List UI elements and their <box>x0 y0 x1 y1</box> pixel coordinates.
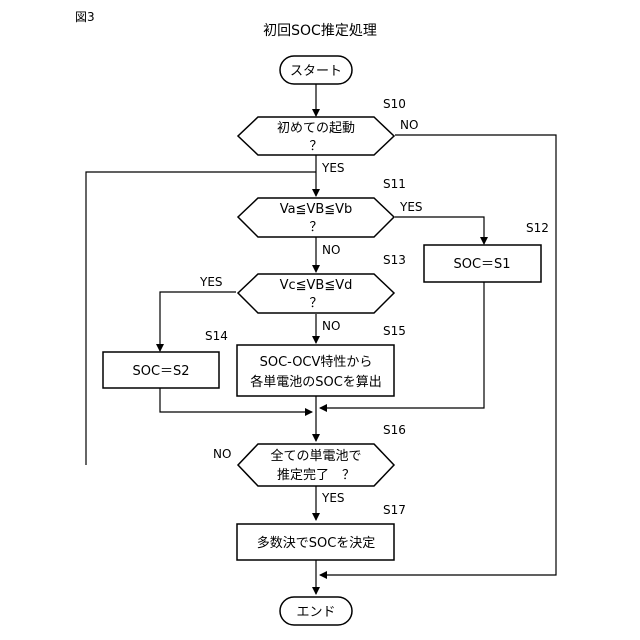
s11-line1: Va≦VB≦Vb <box>280 202 353 217</box>
s11-line2: ？ <box>309 220 322 235</box>
s16-yes-label: YES <box>321 491 345 505</box>
step-s17: S17 <box>383 503 406 517</box>
decision-s16: 全ての単電池で 推定完了 ？ <box>238 444 394 486</box>
s14-label: SOC＝S2 <box>132 364 189 379</box>
arrow-s11-yes <box>395 217 484 244</box>
step-s15: S15 <box>383 324 406 338</box>
s10-line2: ？ <box>309 139 322 154</box>
step-s13: S13 <box>383 253 406 267</box>
s16-line1: 全ての単電池で <box>270 448 361 464</box>
s13-line1: Vc≦VB≦Vd <box>280 278 353 293</box>
s13-yes-label: YES <box>199 275 223 289</box>
decision-s11: Va≦VB≦Vb ？ <box>238 198 394 237</box>
s10-yes-label: YES <box>321 161 345 175</box>
s16-no-label: NO <box>213 447 231 461</box>
end-label: エンド <box>296 605 335 620</box>
step-s14: S14 <box>205 329 228 343</box>
s10-no-label: NO <box>400 118 418 132</box>
step-s12: S12 <box>526 221 549 235</box>
s11-no-label: NO <box>322 243 340 257</box>
s12-label: SOC＝S1 <box>453 257 510 272</box>
process-s12: SOC＝S1 <box>424 245 541 282</box>
process-s14: SOC＝S2 <box>103 352 219 388</box>
step-s11: S11 <box>383 177 406 191</box>
s15-line2: 各単電池のSOCを算出 <box>250 374 382 390</box>
start-label: スタート <box>290 64 342 79</box>
s17-label: 多数決でSOCを決定 <box>257 535 376 551</box>
process-s15: SOC-OCV特性から 各単電池のSOCを算出 <box>237 345 394 396</box>
start-terminal: スタート <box>280 56 352 84</box>
decision-s13: Vc≦VB≦Vd ？ <box>238 274 394 313</box>
s15-line1: SOC-OCV特性から <box>260 355 373 370</box>
process-s17: 多数決でSOCを決定 <box>237 524 394 560</box>
connectors <box>86 84 556 594</box>
step-s16: S16 <box>383 423 406 437</box>
step-s10: S10 <box>383 97 406 111</box>
s13-no-label: NO <box>322 319 340 333</box>
s16-line2: 推定完了 ？ <box>277 468 355 483</box>
s10-line1: 初めての起動 <box>277 121 355 136</box>
decision-s10: 初めての起動 ？ <box>238 117 394 155</box>
s11-yes-label: YES <box>399 200 423 214</box>
s13-line2: ？ <box>309 296 322 311</box>
end-terminal: エンド <box>280 597 352 625</box>
